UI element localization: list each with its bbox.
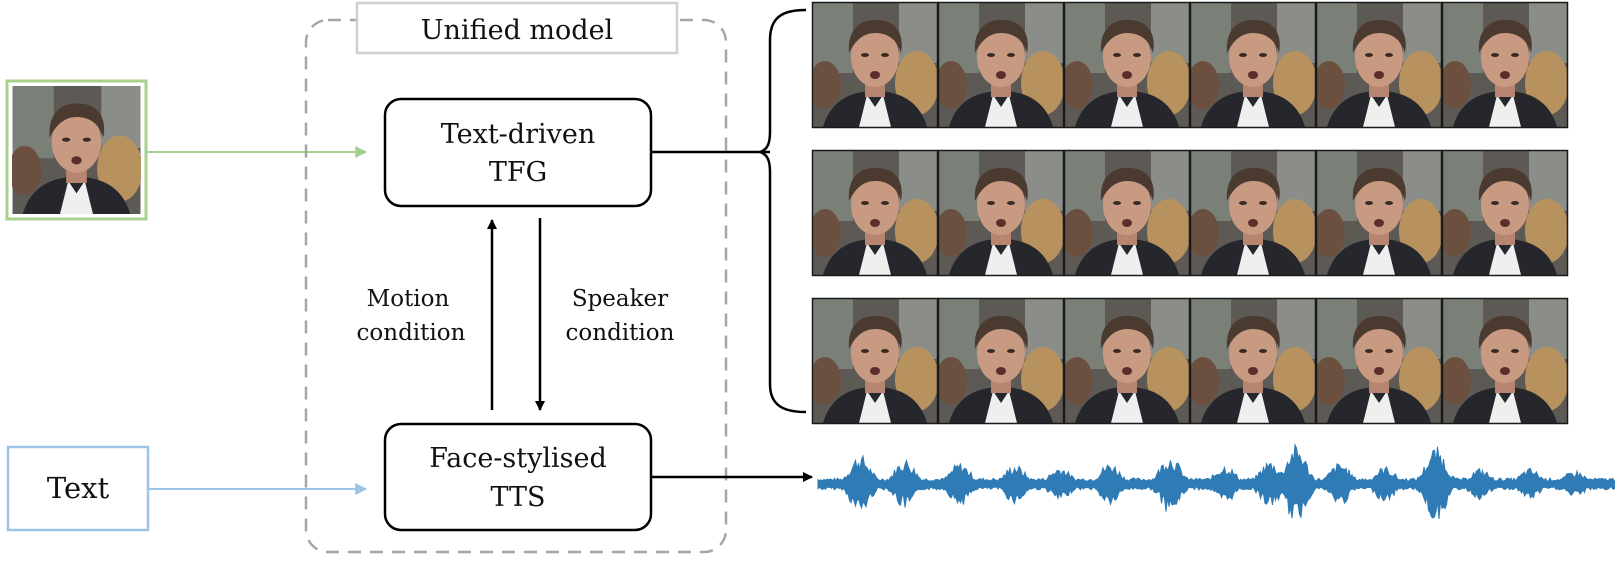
speaker-condition-line1: Speaker: [572, 286, 668, 312]
unified-model-title-box: [355, 1, 679, 55]
tfg-box: Text-driven TFG: [383, 97, 653, 208]
tfg-label-line2: TFG: [489, 157, 547, 188]
video-frame-icon: [1063, 1, 1191, 129]
video-frame-icon: [1315, 1, 1443, 129]
tts-box: Face-stylised TTS: [383, 422, 653, 532]
text-input-box: [6, 445, 150, 532]
audio-waveform-icon: [817, 442, 1615, 519]
video-frame-icon: [811, 149, 939, 277]
text-input: Text: [6, 445, 150, 532]
video-frame-icon: [1441, 149, 1569, 277]
tts-label-line1: Face-stylised: [429, 443, 607, 474]
video-frame-icon: [811, 297, 939, 425]
tts-box-border: [383, 422, 653, 532]
text-input-label: Text: [47, 471, 110, 505]
video-frame-icon: [1441, 297, 1569, 425]
video-frame-icon: [1189, 297, 1317, 425]
video-frame-icon: [1315, 297, 1443, 425]
face-input: [5, 79, 148, 221]
video-frame-icon: [1189, 149, 1317, 277]
video-frame-icon: [1315, 149, 1443, 277]
video-frame-icon: [1063, 297, 1191, 425]
motion-condition-line1: Motion: [367, 286, 450, 312]
unified-model-container: Unified model: [304, 1, 728, 554]
video-frame-icon: [1189, 1, 1317, 129]
tfg-label-line1: Text-driven: [441, 119, 596, 150]
output-brace: [756, 8, 807, 414]
unified-model-title: Unified model: [421, 15, 613, 46]
video-frame-icon: [937, 1, 1065, 129]
motion-condition-line2: condition: [357, 320, 466, 346]
video-frame-icon: [1441, 1, 1569, 129]
output-frame-grid: [811, 1, 1569, 425]
tts-label-line2: TTS: [490, 482, 545, 513]
video-frame-icon: [1063, 149, 1191, 277]
speaker-condition-line2: condition: [566, 320, 675, 346]
tfg-box-border: [383, 97, 653, 208]
video-frame-icon: [811, 1, 939, 129]
video-frame-icon: [937, 149, 1065, 277]
face-photo-icon: [12, 86, 141, 214]
video-frame-icon: [937, 297, 1065, 425]
